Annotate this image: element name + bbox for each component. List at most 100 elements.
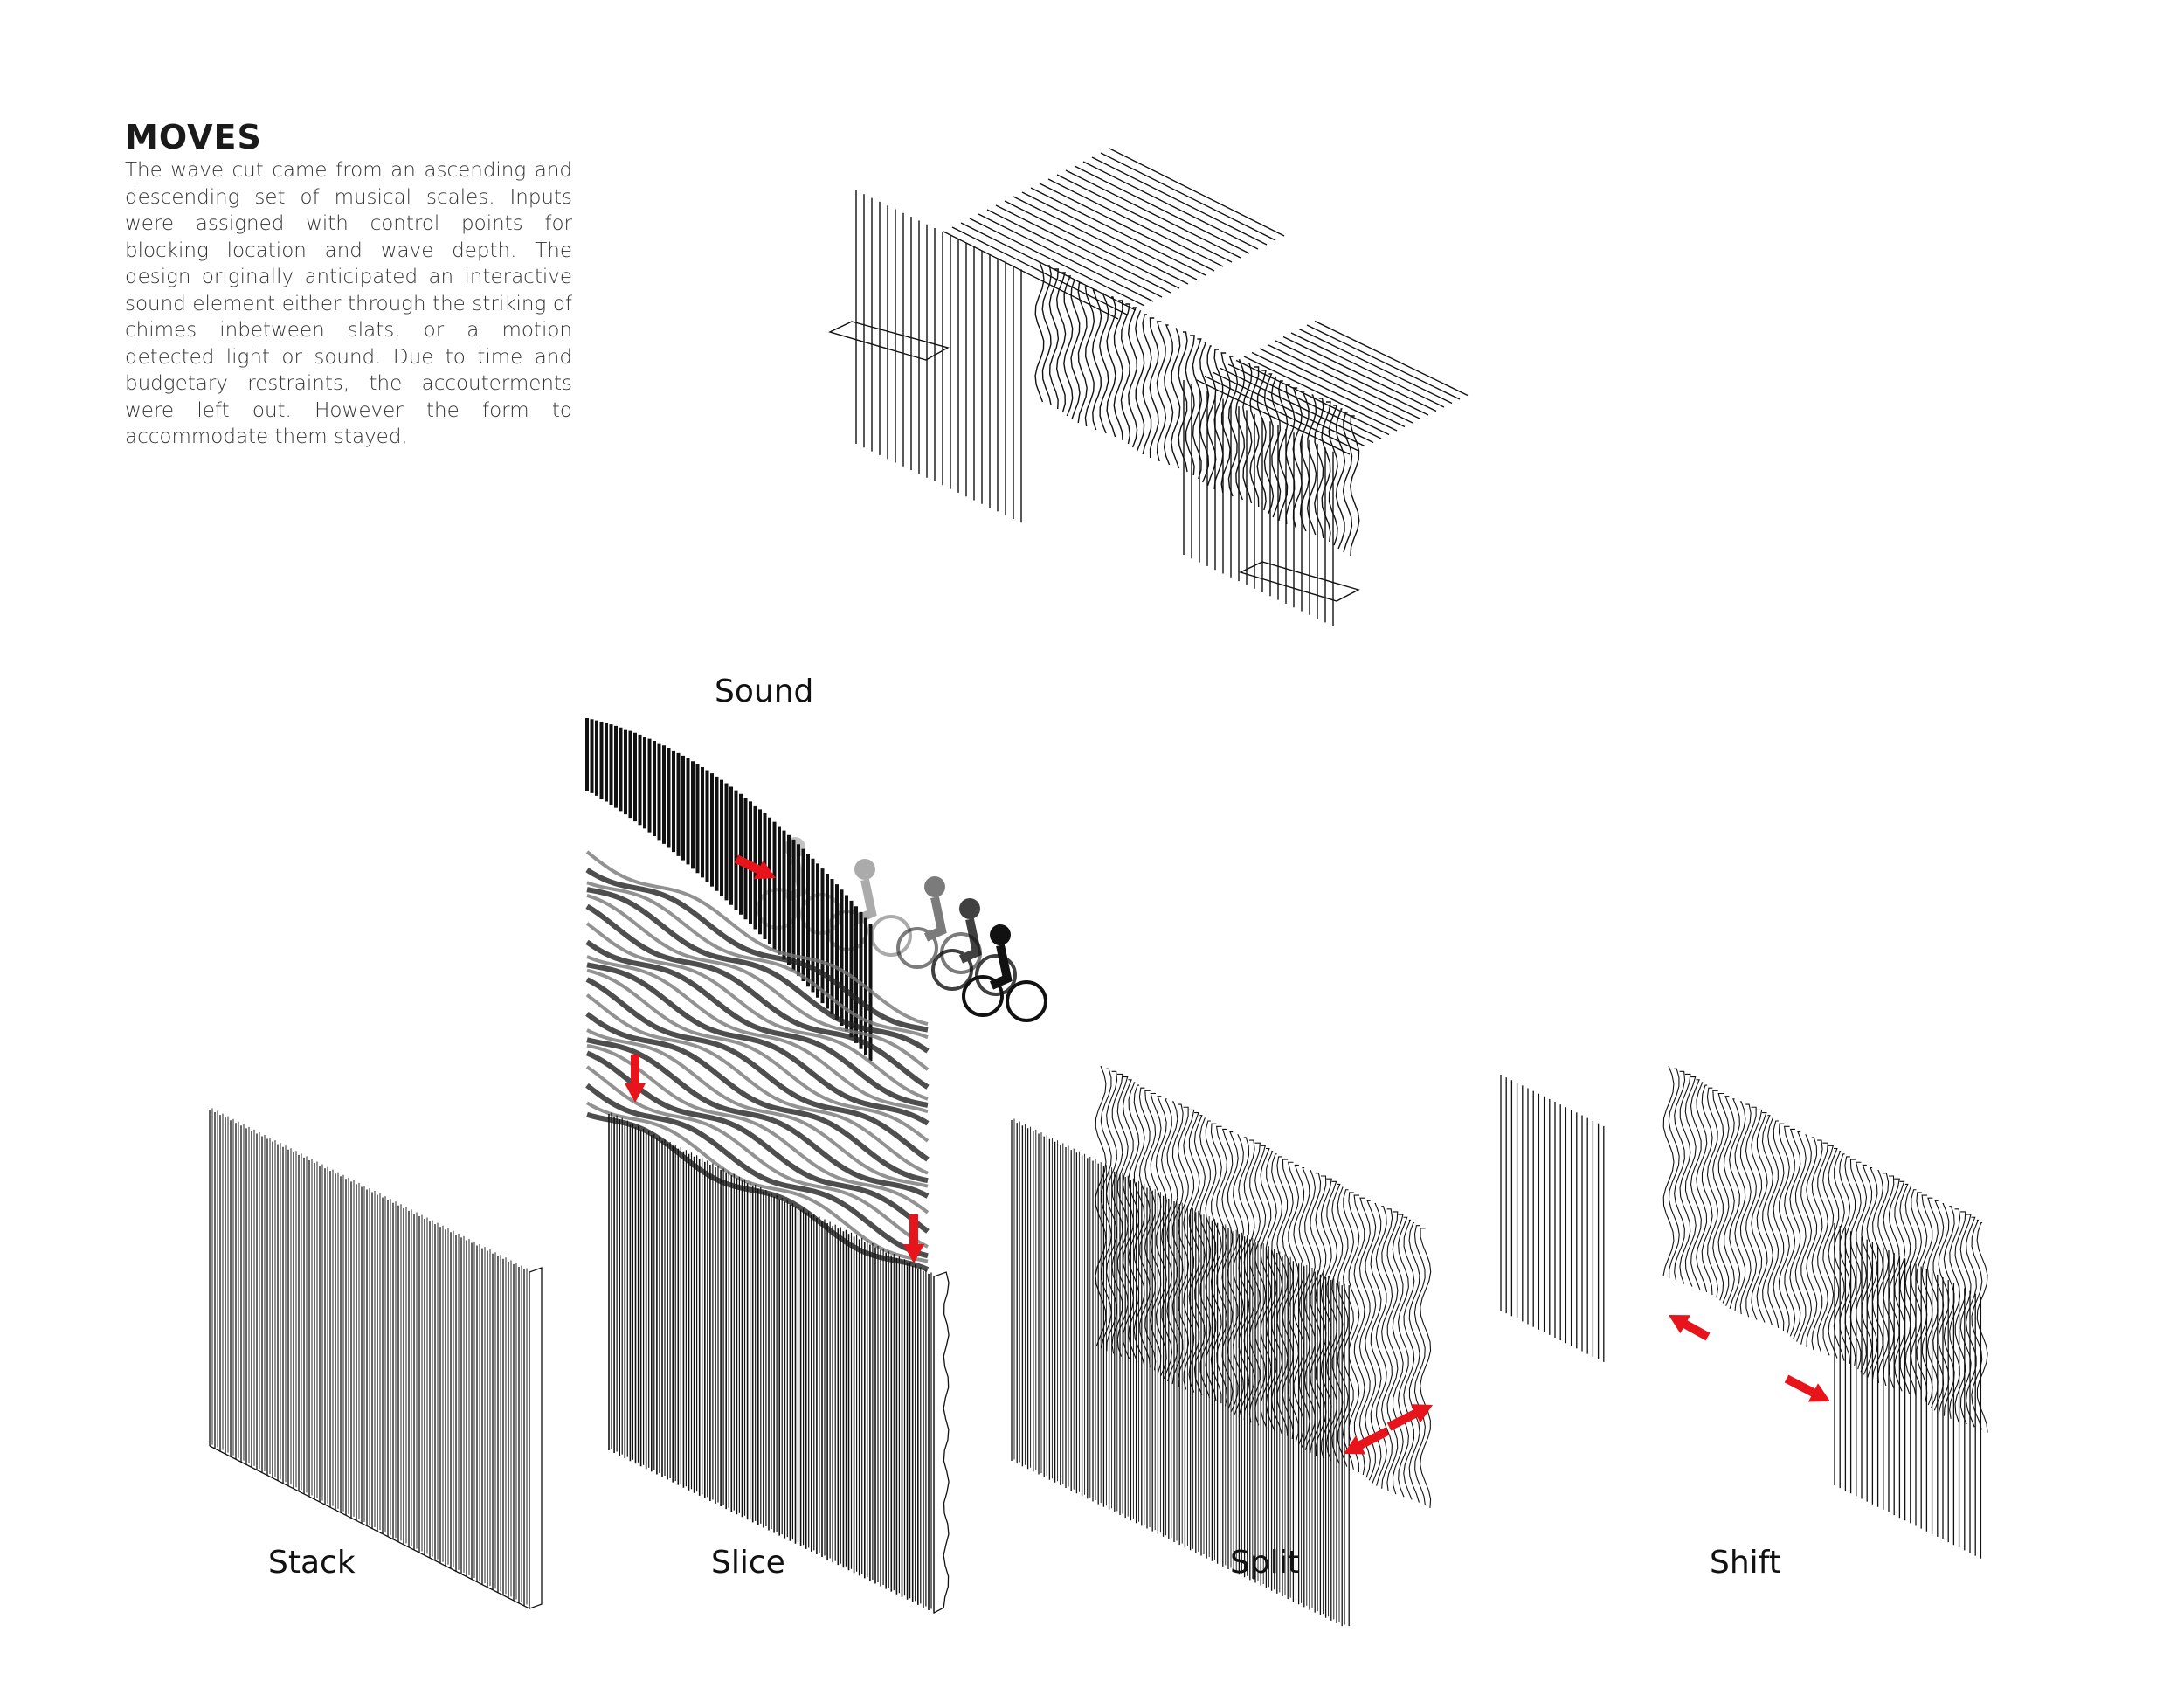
pavilion-roof-slat [1091, 156, 1268, 246]
shift-wave-slat [1877, 1173, 1890, 1383]
split-back-slat [1326, 1180, 1338, 1462]
bike-wheel [931, 949, 973, 991]
wave-ridge [585, 1083, 929, 1259]
shift-wave-slat [1778, 1123, 1790, 1334]
wave-ridge [585, 1011, 929, 1184]
pavilion-roof-slat [995, 204, 1171, 294]
pavilion-wave-slat [1077, 282, 1088, 424]
shift-wave-slat [1789, 1128, 1801, 1339]
pavilion-wave-slat [1034, 261, 1045, 403]
shift-wave-slat [1712, 1090, 1724, 1301]
wave-ridge [585, 1050, 930, 1234]
cyclist-head [784, 837, 805, 858]
shift-wave-slat [1701, 1084, 1713, 1296]
wave-ridge [585, 1101, 929, 1263]
shift-wave-slat [1800, 1134, 1813, 1345]
shift-wave-slat [1938, 1202, 1950, 1414]
shift-wave-slat [1822, 1145, 1835, 1356]
wave-ridge [586, 968, 930, 1143]
slice-arrow-left [625, 1055, 646, 1103]
shift-wave-slat [1674, 1070, 1686, 1282]
bike-wheel [870, 915, 912, 957]
wave-ridge [585, 977, 930, 1162]
shift-wave-slat [1794, 1131, 1807, 1342]
pavilion-roof-slat [943, 231, 1119, 320]
split-back-slat [1144, 1090, 1157, 1371]
bike-wheel [975, 954, 1017, 996]
shift-wave-slat [1756, 1112, 1768, 1323]
pavilion-roof-slat [1290, 332, 1445, 408]
split-back-slat [1420, 1228, 1432, 1508]
split-back-slat [1365, 1200, 1377, 1481]
pavilion-wave-slat [1242, 363, 1253, 504]
pavilion-roof-slat [1100, 152, 1276, 241]
wave-ridge [586, 887, 930, 1054]
wave-ridge [585, 922, 929, 1101]
split-back-slat [1386, 1211, 1399, 1492]
bike-wheel [826, 910, 868, 951]
shift-wave-slat [1717, 1092, 1730, 1304]
sound-arrow [734, 854, 776, 880]
shift-wave-slat [1954, 1211, 1966, 1422]
shift-wave-slat [1833, 1151, 1845, 1361]
split-back-slat [1138, 1087, 1151, 1368]
cyclist-head [854, 859, 875, 880]
shift-wave-slat [1904, 1186, 1917, 1397]
pavilion-wave-slat [1127, 307, 1138, 448]
split-back-slat [1133, 1084, 1145, 1366]
split-back-slat [1243, 1139, 1255, 1421]
slice-end-face [933, 1271, 950, 1615]
pavilion-roof-slat [978, 213, 1154, 302]
shift-wave-slat [1949, 1208, 1961, 1419]
pavilion-roof-slat [1204, 375, 1358, 452]
cyclist [962, 924, 1047, 1022]
shift-wave-slat [1696, 1082, 1708, 1293]
pavilion-roof-slat [969, 218, 1145, 307]
pavilion-roof-slat [1056, 174, 1233, 263]
shift-wave-slat [1751, 1109, 1763, 1320]
pavilion-roof-slat [1251, 351, 1406, 428]
pavilion-wave-slat [1171, 328, 1181, 469]
bike-wheel [757, 888, 798, 930]
shift-wave-slat [1976, 1222, 1988, 1433]
bike-wheel [896, 927, 938, 969]
wave-ridge [585, 1065, 929, 1249]
shift-wave-slat [1899, 1183, 1911, 1394]
split-back-slat [1248, 1142, 1261, 1423]
shift-wave-slat [1734, 1101, 1746, 1312]
pavilion-roof-slat [986, 209, 1163, 298]
shift-wave-slat [1828, 1147, 1840, 1359]
split-back-slat [1381, 1208, 1393, 1489]
pavilion-wave-slat [1306, 394, 1317, 536]
pavilion-roof-slat [1306, 324, 1461, 400]
split-back-slat [1413, 1225, 1426, 1505]
pavilion-wave-slat [1314, 398, 1324, 539]
split-back-slat [1276, 1156, 1289, 1437]
pavilion-roof-slat [1275, 340, 1429, 416]
pavilion-roof-slat [1243, 356, 1398, 432]
stack-end-face [529, 1267, 543, 1609]
pavilion-roof-slat [951, 226, 1128, 315]
pavilion-wave-slat [1149, 317, 1159, 459]
split-back-slat [1287, 1161, 1300, 1442]
pavilion-wave-slat [1099, 293, 1109, 434]
shift-wave-slat [1739, 1103, 1752, 1315]
split-back-slat [1095, 1065, 1107, 1346]
cyclist-head [990, 924, 1011, 945]
label-split: Split [1230, 1545, 1300, 1581]
pavilion-roof-slat [1235, 359, 1390, 436]
label-slice: Slice [711, 1545, 785, 1581]
split-back-slat [1199, 1117, 1212, 1399]
shift-wave-slat [1668, 1068, 1680, 1279]
wave-ridge [586, 894, 930, 1071]
cyclist [826, 859, 912, 957]
pavilion-roof-slat [1259, 348, 1413, 424]
split-back-slat [1188, 1112, 1200, 1393]
shift-wave-slat [1684, 1076, 1697, 1287]
pavilion-roof-slat [1109, 148, 1285, 237]
wave-ridge [586, 962, 930, 1126]
split-back-slat [1403, 1219, 1415, 1500]
split-back-slat [1298, 1167, 1310, 1448]
wave-ridge [585, 850, 929, 1027]
